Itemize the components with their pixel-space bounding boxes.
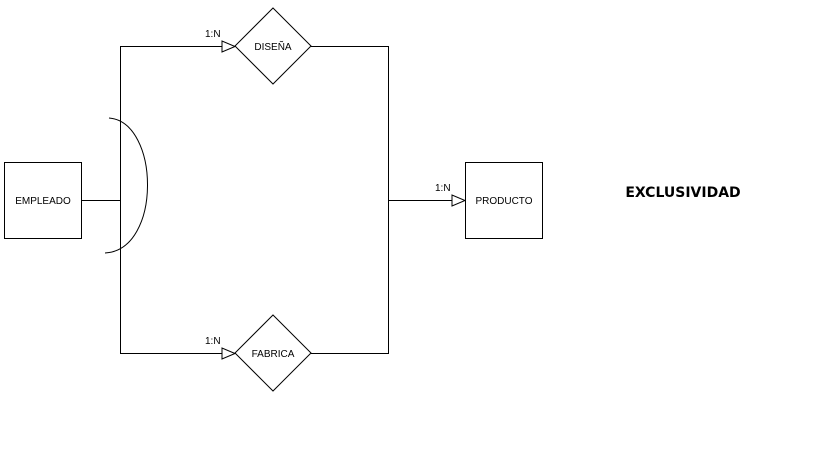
relationship-fabrica-label: FABRICA: [252, 349, 295, 360]
cardinality-disena: 1:N: [205, 29, 221, 40]
arrow-producto-icon: [451, 194, 467, 207]
entity-producto-box: [465, 162, 543, 239]
relationship-disena[interactable]: DISEÑA: [221, 7, 312, 85]
entity-empleado-label: EMPLEADO: [15, 196, 71, 207]
entity-empleado[interactable]: EMPLEADO: [4, 162, 82, 239]
relationship-disena-label: DISEÑA: [254, 40, 292, 53]
relationship-fabrica-diamond: [234, 314, 312, 392]
relationship-disena-diamond: [234, 7, 312, 85]
cardinality-fabrica: 1:N: [205, 336, 221, 347]
entity-empleado-box: [4, 162, 82, 239]
exclusive-arc: [104, 117, 148, 254]
cardinality-producto: 1:N: [435, 183, 451, 194]
arrow-disena-icon: [221, 40, 237, 53]
entity-producto-label: PRODUCTO: [475, 196, 532, 207]
entity-producto[interactable]: PRODUCTO: [465, 162, 543, 239]
arrow-fabrica-icon: [221, 347, 237, 360]
diagram-title: EXCLUSIVIDAD: [625, 185, 740, 201]
relationship-fabrica[interactable]: FABRICA: [221, 314, 312, 392]
